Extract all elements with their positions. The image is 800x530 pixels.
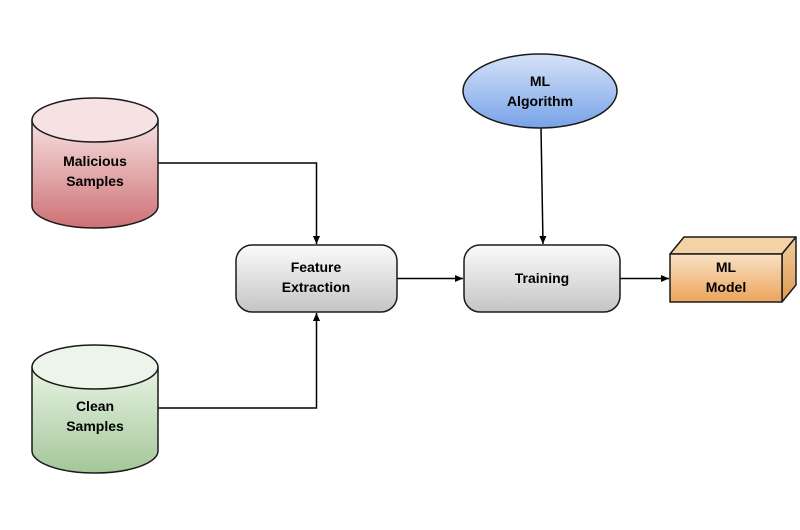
edge-malicious-to-feature-extraction	[158, 162, 321, 244]
training-node	[463, 244, 621, 313]
clean-samples-node	[31, 344, 159, 474]
feature-extraction-node	[235, 244, 398, 313]
edges-group	[158, 127, 669, 409]
edge-clean-to-feature-extraction	[158, 313, 321, 409]
malicious-samples-node	[31, 97, 159, 229]
ml-algorithm-node	[462, 53, 618, 129]
edge-ml-algorithm-to-training	[539, 127, 547, 245]
ml-model-node	[669, 236, 797, 303]
